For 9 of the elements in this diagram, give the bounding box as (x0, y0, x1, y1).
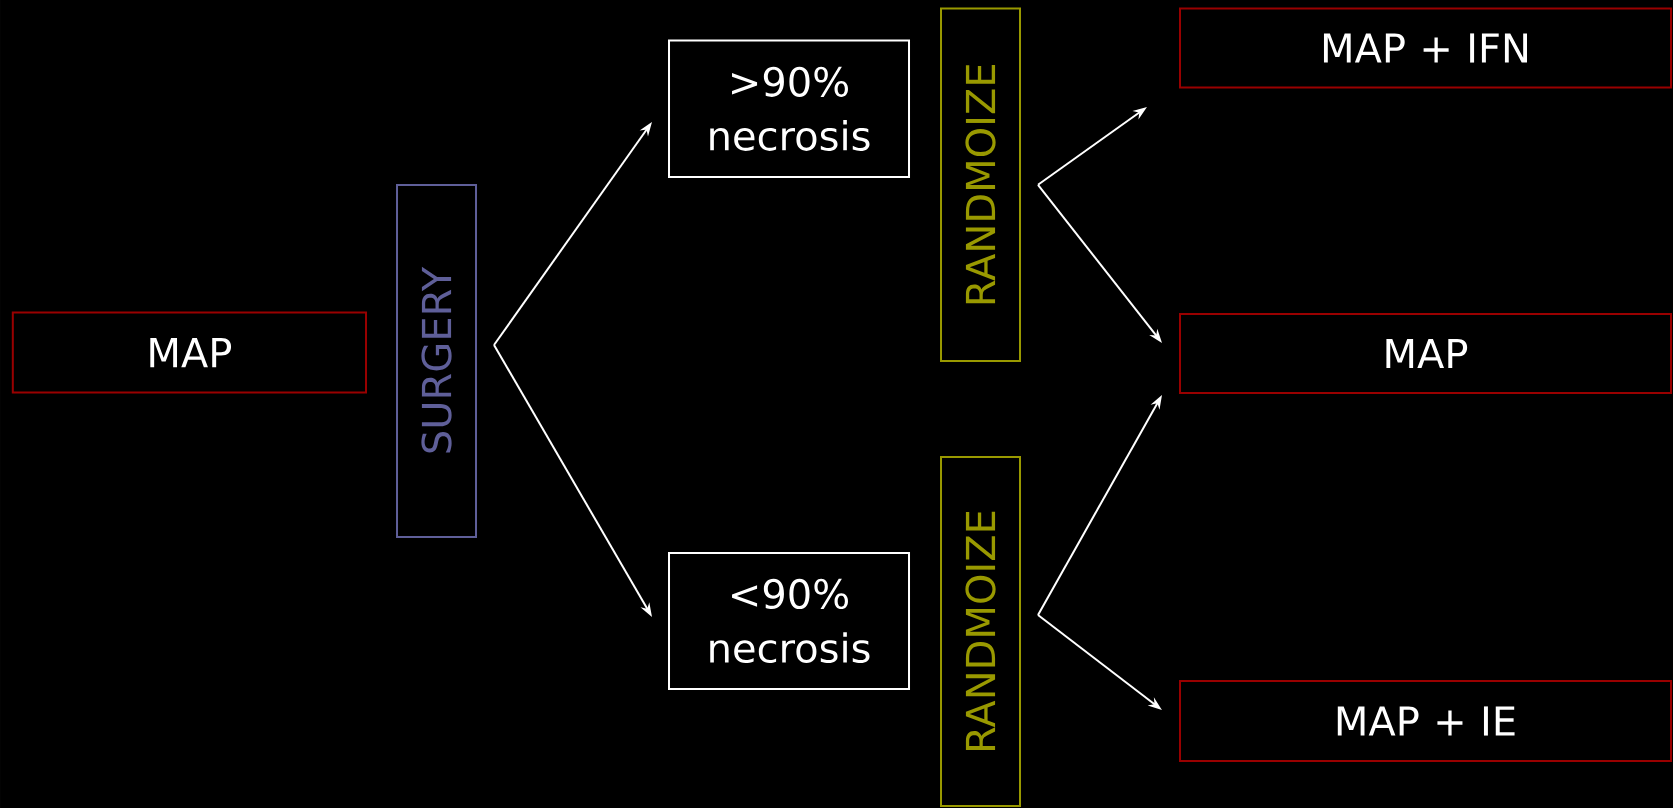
treatment-box: MAP (1179, 313, 1672, 394)
step-box: RANDMOIZE (940, 456, 1021, 807)
treatment-box: MAP + IFN (1179, 7, 1672, 89)
treatment-box: MAP (11, 311, 367, 394)
treatment-box: MAP + IE (1179, 680, 1672, 762)
outcome-box: <90% necrosis (668, 552, 910, 690)
outcome-box: >90% necrosis (668, 39, 910, 179)
step-box: SURGERY (396, 184, 477, 538)
step-box: RANDMOIZE (940, 7, 1021, 363)
